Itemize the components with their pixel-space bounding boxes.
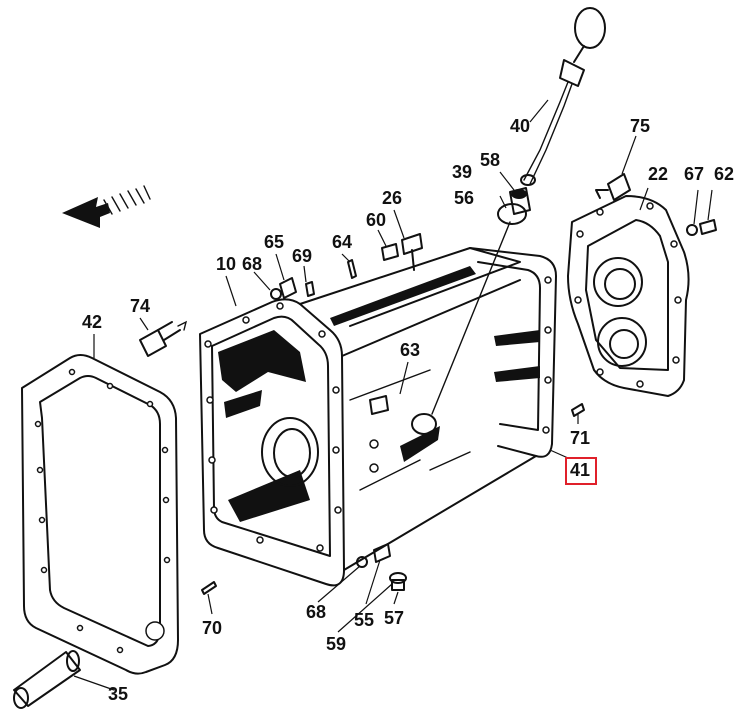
part-label-22: 22 [648,164,668,184]
part-label-56: 56 [454,188,474,208]
dipstick-40 [523,7,606,185]
sensor-74 [139,320,188,357]
plug-39 [509,187,531,215]
bolt-60 [381,243,399,261]
pin-70 [201,581,217,595]
washer-67 [686,224,698,236]
drain-57 [389,572,407,591]
part-label-65: 65 [264,232,284,252]
part-label-68-bottom: 68 [306,602,326,622]
part-label-57: 57 [384,608,404,628]
part-label-64: 64 [332,232,352,252]
part-label-63: 63 [400,340,420,360]
part-label-42: 42 [82,312,102,332]
part-label-55: 55 [354,610,374,630]
part-label-70: 70 [202,618,222,638]
part-label-39: 39 [452,162,472,182]
part-label-59: 59 [326,634,346,654]
part-label-58: 58 [480,150,500,170]
rear-cover-22 [567,195,690,397]
stud-63 [369,395,389,415]
bolt-26 [401,233,423,271]
tube-35 [13,650,81,709]
part-label-71: 71 [570,428,590,448]
washer-68-bottom [356,556,368,568]
part-label-26: 26 [382,188,402,208]
screw-62 [699,219,717,235]
part-label-60: 60 [366,210,386,230]
part-label-35: 35 [108,684,128,704]
gasket-56 [497,203,527,225]
part-label-40: 40 [510,116,530,136]
seal-58 [520,174,536,186]
nut-65 [279,277,297,299]
part-label-62: 62 [714,164,734,184]
pin-71 [571,403,585,417]
part-label-68-top: 68 [242,254,262,274]
part-label-67: 67 [684,164,704,184]
washer-68-top [270,288,282,300]
part-label-74: 74 [130,296,150,316]
pin-69 [305,281,315,297]
gearbox-housing-10 [199,247,557,587]
part-label-69: 69 [292,246,312,266]
direction-arrow-icon [62,185,151,228]
plug-55 [373,543,391,563]
part-label-10: 10 [216,254,236,274]
sensor-75 [595,173,631,201]
part-label-41: 41 [570,460,590,480]
gasket-42 [21,354,179,675]
part-label-75: 75 [630,116,650,136]
pin-64 [347,259,357,279]
highlight-box-41 [565,457,597,485]
